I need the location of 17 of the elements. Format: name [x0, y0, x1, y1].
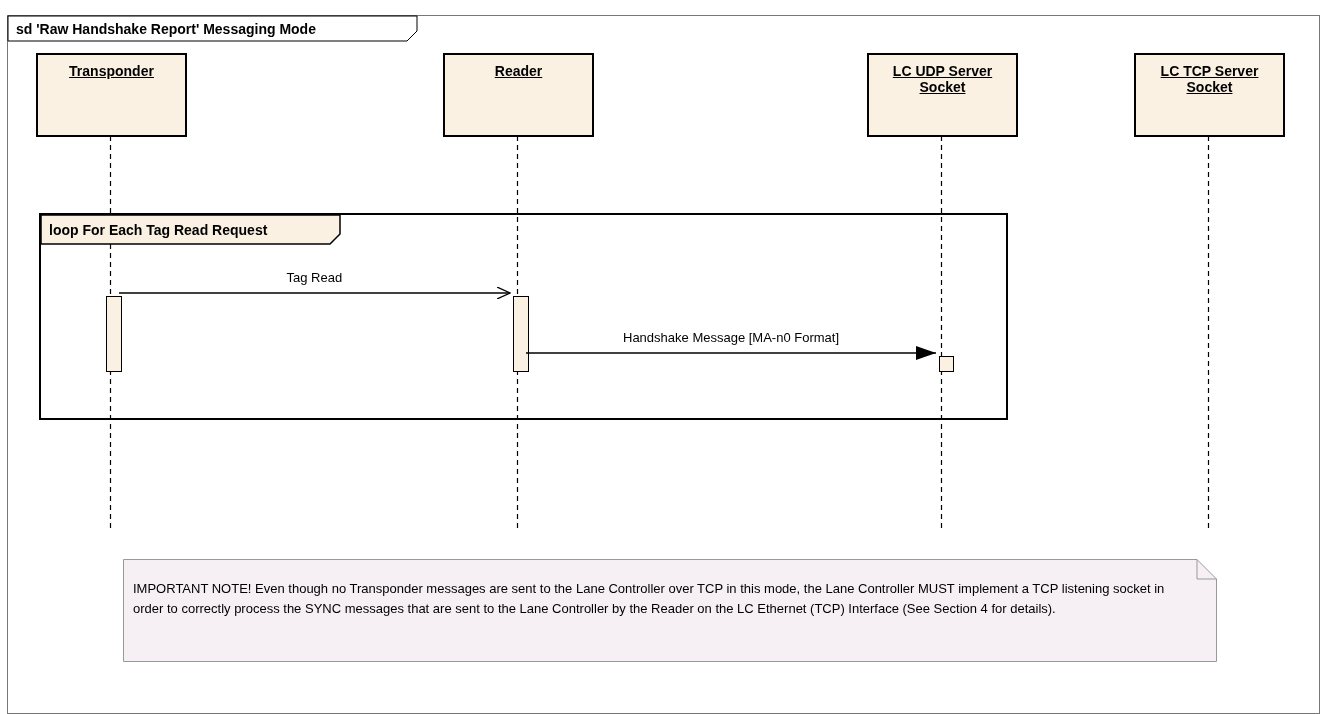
note-text: IMPORTANT NOTE! Even though no Transponder messages are sent to the Lane Controller over TCP in this mode, the Lane Controller MUST implement a TCP listening socket in order to correctly process the SYNC messages that are sent to the Lane Controller by the Reader on the LC Ethernet (TCP) Interface (See Section 4 for details).	[133, 580, 1166, 618]
frame-title: sd 'Raw Handshake Report' Messaging Mode	[16, 21, 316, 37]
activation-bar	[939, 356, 954, 372]
loop-label: loop For Each Tag Read Request	[49, 222, 268, 238]
note	[123, 559, 1217, 662]
message-label: Handshake Message [MA-n0 Format]	[621, 330, 842, 345]
activation-bar	[106, 296, 122, 372]
lifeline-head: Transponder	[36, 53, 187, 137]
lifeline-head: Reader	[443, 53, 594, 137]
loop-fragment	[39, 213, 1008, 420]
lifeline-head: LC UDP Server Socket	[867, 53, 1018, 137]
message-label: Tag Read	[284, 270, 345, 285]
activation-bar	[513, 296, 529, 372]
message-arrow	[525, 346, 937, 360]
lifeline-head: LC TCP Server Socket	[1134, 53, 1285, 137]
message-arrow	[118, 286, 511, 300]
diagram-frame	[7, 15, 1320, 714]
